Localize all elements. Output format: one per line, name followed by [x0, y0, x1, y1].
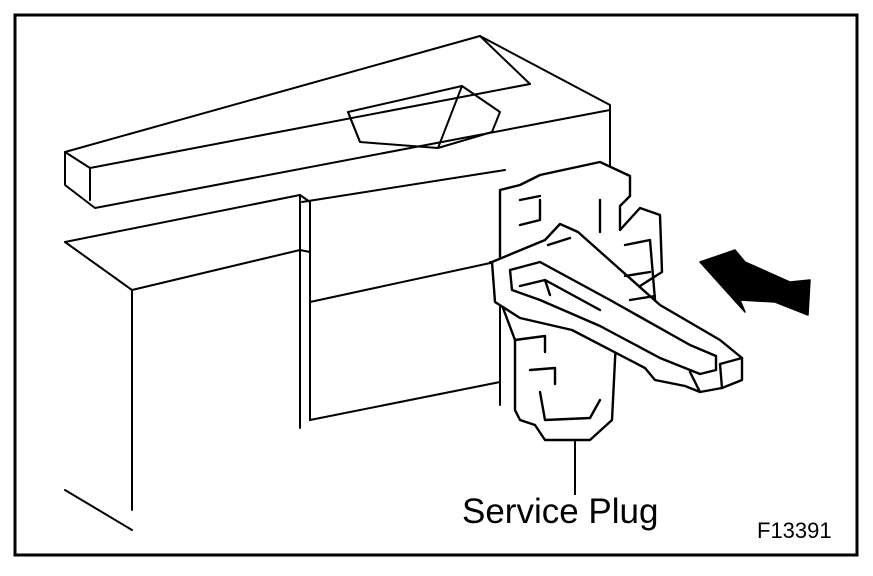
battery-pack-body — [64, 35, 611, 531]
service-plug — [490, 160, 744, 442]
pull-direction-arrow — [699, 249, 811, 316]
figure-border — [13, 13, 859, 557]
figure-number: F13391 — [757, 518, 832, 543]
service-plug-label: Service Plug — [462, 492, 659, 531]
